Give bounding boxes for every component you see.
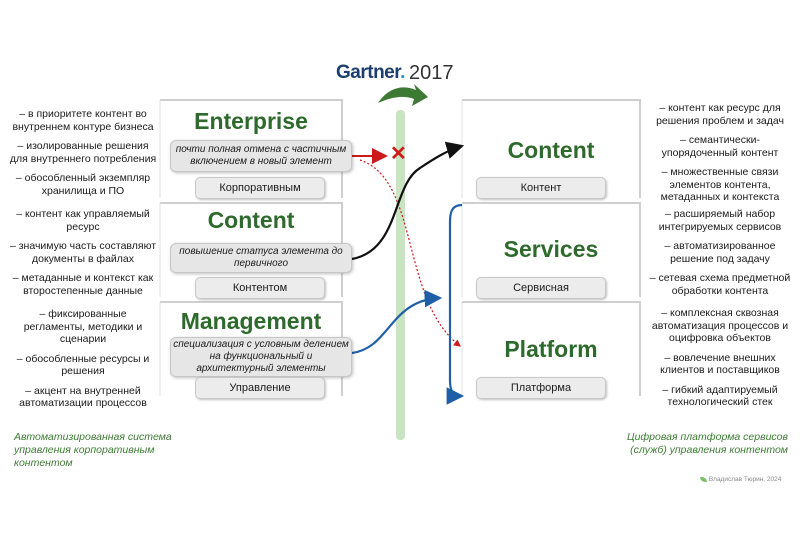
services-platform-bracket xyxy=(446,203,465,405)
list-item: – значимую часть составляют документы в … xyxy=(9,240,157,265)
left-title-content: Content xyxy=(207,207,295,233)
caption-right: Цифровая платформа сервисов (служб) упра… xyxy=(626,431,788,456)
list-item: – обособленные ресурсы и решения xyxy=(16,352,150,378)
cross-icon: ✕ xyxy=(390,143,407,165)
right-bullets-platform: – комплексная сквозная автоматизация про… xyxy=(645,307,795,416)
list-item: – акцент на внутренней автоматизации про… xyxy=(19,384,147,410)
list-item: – автоматизированное решение под задачу xyxy=(664,240,776,265)
pill-right-services: Сервисная xyxy=(476,277,606,299)
pill-right-content: Контент xyxy=(476,177,606,199)
note-content: повышение статуса элемента до первичного xyxy=(170,243,352,273)
caption-left: Автоматизированная система управления ко… xyxy=(14,431,172,469)
list-item: – контент как управляемый ресурс xyxy=(16,208,150,233)
right-bullets-services: – расширяемый набор интегрируемых сервис… xyxy=(645,208,795,304)
right-bullets-content: – контент как ресурс для решения проблем… xyxy=(645,102,795,211)
left-title-management: Management xyxy=(180,308,322,334)
left-title-enterprise: Enterprise xyxy=(194,108,308,134)
signature-text: Владислав Тюрин, 2024 xyxy=(708,476,782,483)
list-item: – контент как ресурс для решения проблем… xyxy=(656,102,784,127)
list-item: – вовлечение внешних клиентов и поставщи… xyxy=(660,351,780,377)
right-title-platform: Platform xyxy=(504,336,598,362)
note-management: специализация с условным делением на фун… xyxy=(170,337,352,377)
content-upgrade-arrow xyxy=(351,141,465,261)
list-item: – расширяемый набор интегрируемых сервис… xyxy=(658,208,782,233)
brand-mark: . xyxy=(400,62,405,83)
left-bullets-content: – контент как управляемый ресурс – значи… xyxy=(8,208,158,304)
dotted-transfer-arrow xyxy=(359,159,461,347)
management-split-arrow xyxy=(351,289,443,355)
list-item: – изолированные решения для внутреннего … xyxy=(9,140,157,165)
right-title-services: Services xyxy=(503,236,599,262)
list-item: – семантически-упорядоченный контент xyxy=(661,134,779,159)
gartner-logo: Gartner. xyxy=(336,62,405,84)
list-item: – сетевая схема предметной обработки кон… xyxy=(649,272,791,297)
list-item: – метаданные и контекст как второстепенн… xyxy=(12,272,154,297)
left-bullets-enterprise: – в приоритете контент во внутреннем кон… xyxy=(8,108,158,204)
note-enterprise: почти полная отмена с частичным включени… xyxy=(170,140,352,172)
list-item: – в приоритете контент во внутреннем кон… xyxy=(12,108,154,133)
list-item: – комплексная сквозная автоматизация про… xyxy=(651,307,789,344)
list-item: – гибкий адаптируемый технологический ст… xyxy=(662,383,778,409)
leaf-icon xyxy=(700,476,707,482)
list-item: – обособленный экземпляр хранилища и ПО xyxy=(15,172,151,197)
pill-enterprise: Корпоративным xyxy=(195,177,325,199)
gartner-arrow-icon xyxy=(378,84,428,106)
pill-right-platform: Платформа xyxy=(476,377,606,399)
pill-management: Управление xyxy=(195,377,325,399)
pill-content: Контентом xyxy=(195,277,325,299)
right-title-content: Content xyxy=(507,137,595,163)
list-item: – фиксированные регламенты, методики и с… xyxy=(23,308,143,345)
list-item: – множественные связи элементов контента… xyxy=(660,166,780,203)
signature: Владислав Тюрин, 2024 xyxy=(700,476,781,483)
left-bullets-management: – фиксированные регламенты, методики и с… xyxy=(8,308,158,417)
brand-name: Gartner xyxy=(336,62,401,83)
year-label: 2017 xyxy=(409,62,454,84)
